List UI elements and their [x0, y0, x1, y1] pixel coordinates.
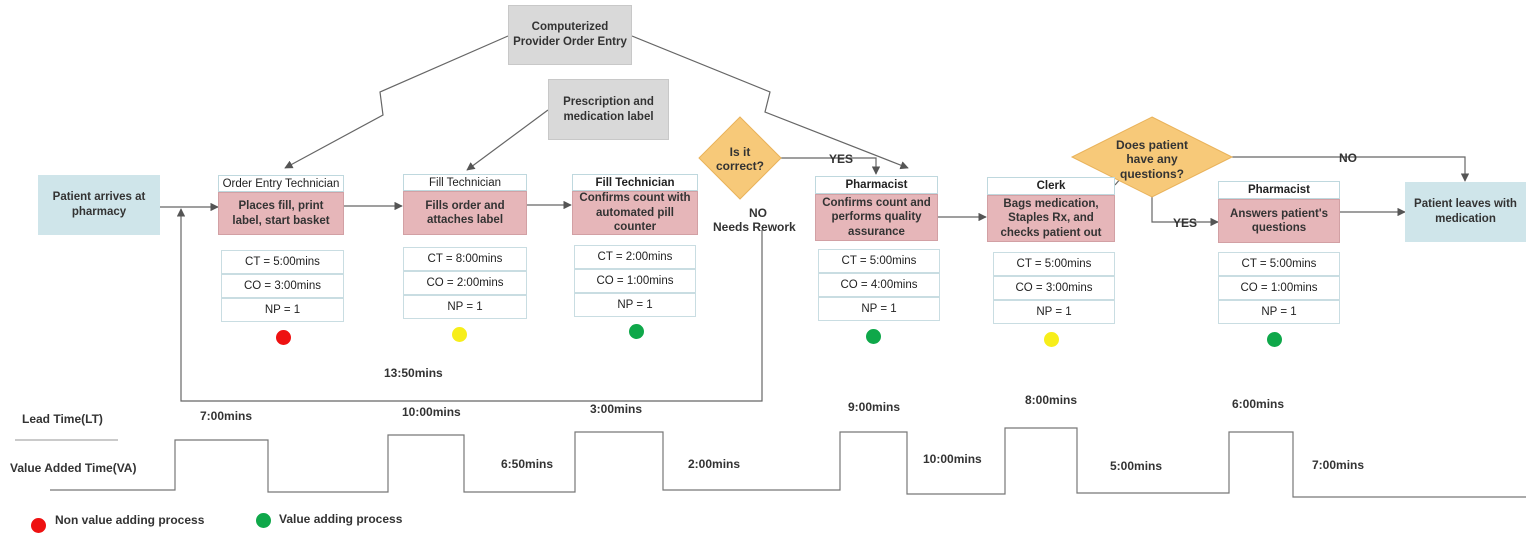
correct-yes-arrow	[781, 157, 881, 175]
is-it-correct-text: Is it correct?	[715, 145, 765, 174]
step-6-cycle-time: CT = 5:00mins	[1218, 252, 1340, 276]
lead-time-5: 8:00mins	[1025, 393, 1078, 407]
value-added-time-3: 10:00mins	[923, 452, 982, 466]
correct-yes-label: YES	[829, 152, 854, 166]
rework-loop-arrow	[176, 208, 763, 402]
step-1-num-people: NP = 1	[221, 298, 344, 322]
lead-time-4: 9:00mins	[848, 400, 901, 414]
needs-rework-label: Needs Rework	[713, 220, 796, 234]
patient-leaves-box: Patient leaves with medication	[1405, 182, 1526, 242]
step-4-task: Confirms count and performs quality assu…	[815, 194, 938, 241]
prescription-label-box: Prescription and medication label	[548, 79, 669, 140]
step-1-task: Places fill, print label, start basket	[218, 192, 344, 235]
value-added-time-1: 6:50mins	[501, 457, 554, 471]
step-5-cycle-time: CT = 5:00mins	[993, 252, 1115, 276]
step-1-changeover: CO = 3:00mins	[221, 274, 344, 298]
step-4-title: Pharmacist	[815, 176, 938, 194]
legend-value-label: Value adding process	[279, 512, 403, 526]
step-4-num-people: NP = 1	[818, 297, 940, 321]
step-2-title: Fill Technician	[403, 174, 527, 191]
cpoe-to-order-entry-arrow	[284, 35, 509, 169]
step-3-cycle-time: CT = 2:00mins	[574, 245, 696, 269]
is-it-correct-diamond	[698, 116, 782, 200]
step-2-changeover: CO = 2:00mins	[403, 271, 527, 295]
step-6-task: Answers patient's questions	[1218, 199, 1340, 243]
patient-arrives-box: Patient arrives at pharmacy	[38, 175, 160, 235]
value-added-time-2: 2:00mins	[688, 457, 741, 471]
step-3-task: Confirms count with automated pill count…	[572, 191, 698, 235]
step-5-num-people: NP = 1	[993, 300, 1115, 324]
correct-no-label: NO	[749, 206, 767, 220]
step-2-status-dot	[452, 327, 467, 342]
questions-no-arrow	[1232, 156, 1470, 182]
step-2-num-people: NP = 1	[403, 295, 527, 319]
value-stream-timeline	[50, 427, 1526, 498]
step-1-status-dot	[276, 330, 291, 345]
lead-time-2: 10:00mins	[402, 405, 461, 419]
step-4-cycle-time: CT = 5:00mins	[818, 249, 940, 273]
step-6-title: Pharmacist	[1218, 181, 1340, 199]
step-3-changeover: CO = 1:00mins	[574, 269, 696, 293]
rework-time-label: 13:50mins	[384, 366, 443, 380]
legend-value-dot	[256, 513, 271, 528]
step-3-status-dot	[629, 324, 644, 339]
step-6-num-people: NP = 1	[1218, 300, 1340, 324]
step-2-cycle-time: CT = 8:00mins	[403, 247, 527, 271]
step-5-status-dot	[1044, 332, 1059, 347]
step-4-changeover: CO = 4:00mins	[818, 273, 940, 297]
step-5-task: Bags medication, Staples Rx, and checks …	[987, 195, 1115, 242]
value-added-time-label: Value Added Time(VA)	[10, 461, 137, 475]
cpoe-to-pharmacist-arrow	[631, 35, 909, 170]
step-2-task: Fills order and attaches label	[403, 191, 527, 235]
legend-non-value-label: Non value adding process	[55, 513, 205, 527]
lead-time-1: 7:00mins	[200, 409, 253, 423]
patient-questions-text: Does patient have any questions?	[1115, 138, 1188, 181]
step-3-num-people: NP = 1	[574, 293, 696, 317]
step-5-changeover: CO = 3:00mins	[993, 276, 1115, 300]
step-1-title: Order Entry Technician	[218, 175, 344, 192]
questions-no-label: NO	[1339, 151, 1357, 165]
lead-time-label: Lead Time(LT)	[22, 412, 103, 426]
step-6-status-dot	[1267, 332, 1282, 347]
prescription-to-fill-arrow	[466, 109, 549, 171]
step-6-changeover: CO = 1:00mins	[1218, 276, 1340, 300]
step-4-status-dot	[866, 329, 881, 344]
lead-time-6: 6:00mins	[1232, 397, 1285, 411]
legend-non-value-dot	[31, 518, 46, 533]
step-1-cycle-time: CT = 5:00mins	[221, 250, 344, 274]
step-3-title: Fill Technician	[572, 174, 698, 191]
lead-time-3: 3:00mins	[590, 402, 643, 416]
questions-yes-label: YES	[1173, 216, 1198, 230]
questions-yes-arrow	[1151, 193, 1219, 227]
value-added-time-5: 7:00mins	[1312, 458, 1365, 472]
value-added-time-4: 5:00mins	[1110, 459, 1163, 473]
step-5-title: Clerk	[987, 177, 1115, 195]
cpoe-box: Computerized Provider Order Entry	[508, 5, 632, 65]
